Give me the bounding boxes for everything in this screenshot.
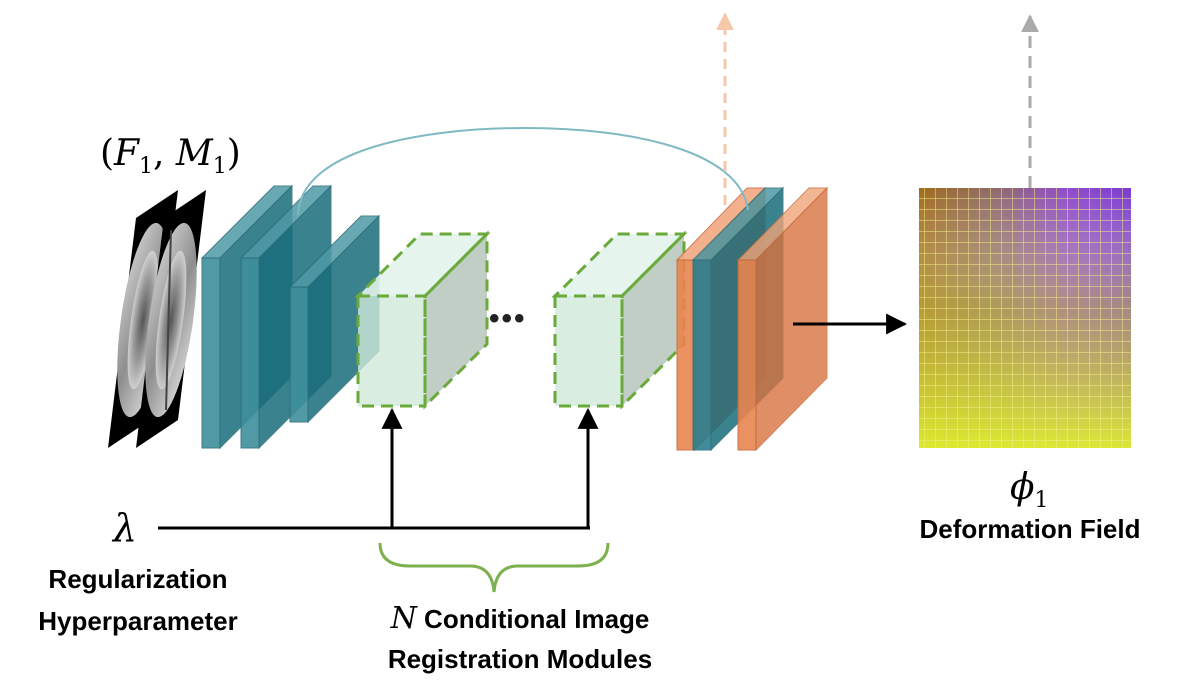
moving-image-symbol: M: [175, 133, 213, 174]
input-pair-separator: ,: [153, 133, 176, 174]
lambda-conditioning-lines: [158, 407, 599, 530]
modules-count-symbol: N: [390, 601, 417, 636]
mri-slice-front: [136, 190, 206, 448]
regularization-label: Regularization Hyperparameter: [22, 562, 254, 638]
input-pair-open: (: [100, 133, 115, 174]
deformation-field-label: Deformation Field: [919, 514, 1141, 544]
lambda-symbol: λ: [113, 506, 138, 550]
input-pair-close: ): [226, 133, 241, 174]
decoder-layer-orange-2: [736, 186, 829, 452]
modules-label-line2: Registration Modules: [387, 644, 653, 674]
skip-connection-arc: [297, 126, 749, 216]
fixed-image-subscript: 1: [139, 154, 154, 180]
modules-brace: [378, 542, 610, 593]
encoder-layers: [200, 184, 381, 450]
moving-image-subscript: 1: [212, 154, 227, 180]
input-pair-label: (F1, M1): [100, 132, 241, 189]
fixed-image-symbol: F: [114, 133, 140, 174]
encoder-layer-3: [288, 214, 381, 424]
conditional-module-2: [551, 230, 688, 410]
input-mri-slices: [108, 190, 206, 448]
ellipsis-label: •••: [489, 302, 527, 335]
regularization-label-line1: Regularization: [48, 564, 228, 594]
phi-label: ϕ1: [1010, 466, 1049, 523]
modules-label: N Conditional Image Registration Modules: [360, 602, 680, 676]
conditional-module-1: [354, 230, 491, 410]
modules-label-line1-text: Conditional Image: [416, 604, 650, 634]
regularization-label-line2: Hyperparameter: [38, 606, 238, 636]
modules-label-line1: N Conditional Image: [360, 602, 680, 636]
deformation-field-image: [919, 188, 1131, 448]
phi-symbol: ϕ: [1010, 467, 1035, 508]
phi-subscript: 1: [1034, 488, 1049, 514]
decoder-layers: [675, 186, 829, 452]
